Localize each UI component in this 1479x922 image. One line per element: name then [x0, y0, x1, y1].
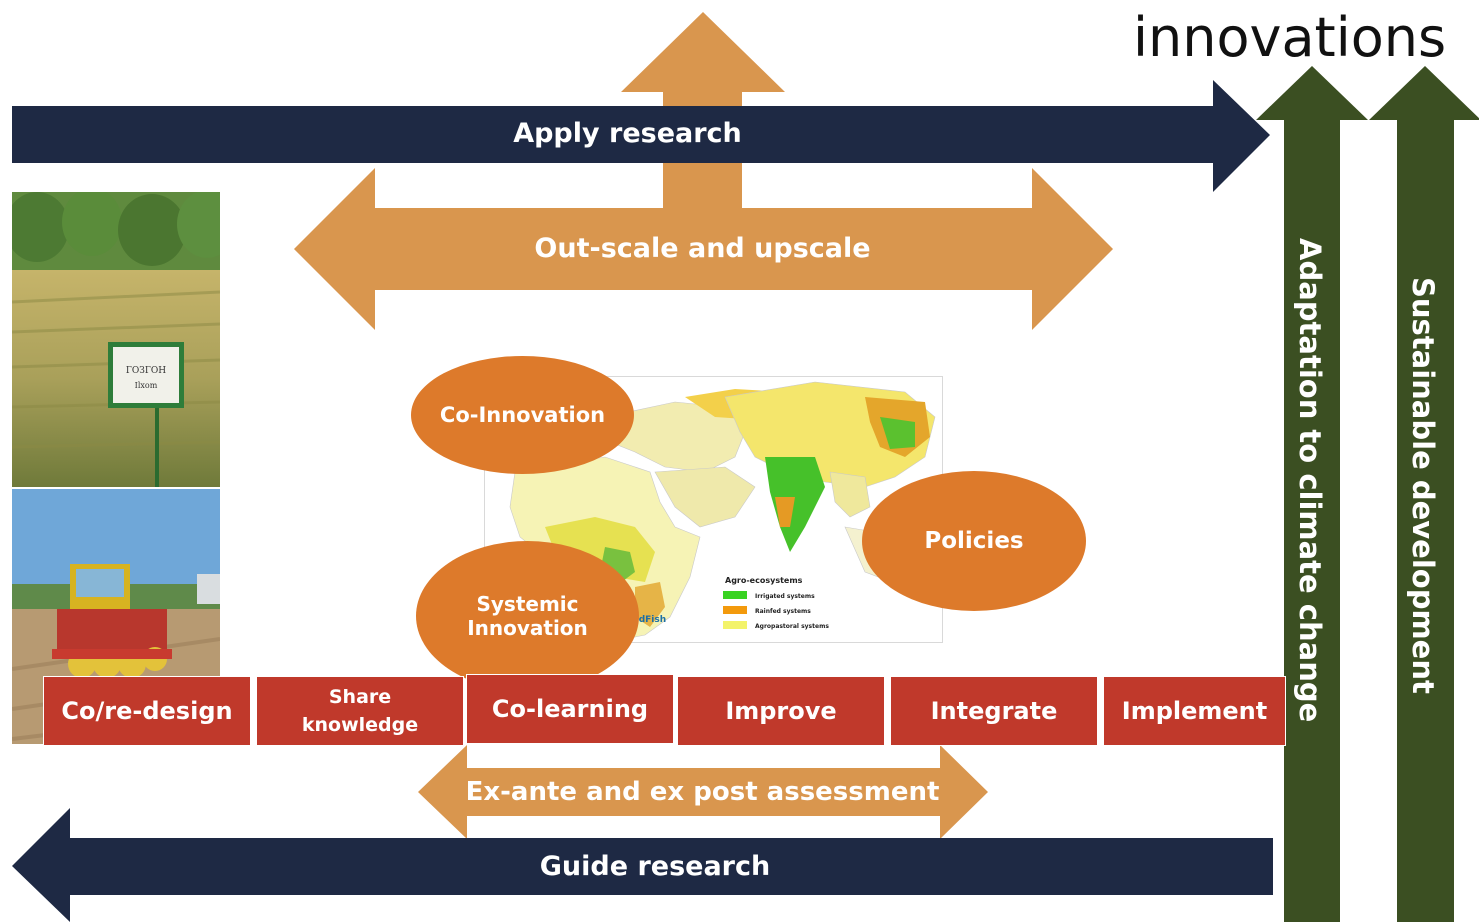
- co-innovation-ellipse: Co-Innovation: [411, 356, 634, 474]
- title-innovations: innovations: [1133, 6, 1447, 69]
- photo-sign-line1: ГОЗГОН: [126, 366, 166, 376]
- map-logo: orldFish: [625, 615, 666, 625]
- legend-agropastoral: Agropastoral systems: [755, 623, 829, 630]
- guide-research-label: Guide research: [539, 851, 771, 882]
- photo-sign-line2: Ilxom: [135, 381, 158, 390]
- step-share-knowledge: Share knowledge: [256, 676, 464, 746]
- apply-research-label: Apply research: [513, 118, 742, 149]
- outscale-label: Out-scale and upscale: [534, 233, 871, 264]
- sustainable-arrow: [1369, 66, 1479, 922]
- step-co-redesign: Co/re-design: [43, 676, 251, 746]
- wheat-field-photo: ГОЗГОН Ilxom: [12, 192, 220, 487]
- legend-irrigated: Irrigated systems: [755, 593, 815, 600]
- assessment-label: Ex-ante and ex post assessment: [465, 777, 940, 807]
- adaptation-label: Adaptation to climate change: [1293, 238, 1327, 723]
- step-improve: Improve: [677, 676, 885, 746]
- sustainable-label: Sustainable development: [1406, 277, 1440, 694]
- step-co-learning: Co-learning: [466, 674, 674, 744]
- systemic-innovation-ellipse: Systemic Innovation: [416, 541, 639, 691]
- policies-ellipse: Policies: [862, 471, 1086, 611]
- outscale-arrow: [294, 168, 1113, 330]
- apply-research-arrow: [12, 80, 1270, 192]
- assessment-arrow: [418, 745, 988, 839]
- map-legend-title: Agro-ecosystems: [725, 576, 803, 585]
- step-implement: Implement: [1103, 676, 1286, 746]
- guide-research-arrow: [12, 808, 1273, 922]
- step-integrate: Integrate: [890, 676, 1098, 746]
- legend-rainfed: Rainfed systems: [755, 608, 811, 615]
